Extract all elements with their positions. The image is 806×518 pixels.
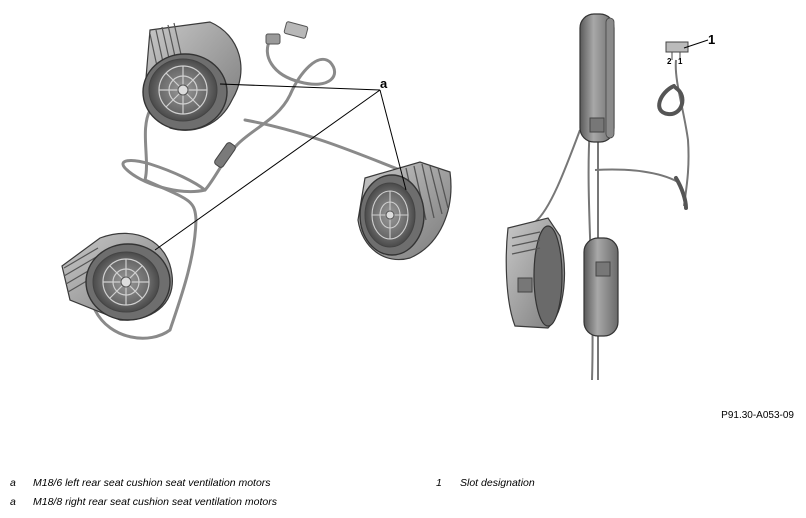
callout-a-label: a <box>380 76 388 91</box>
callout-a-lines <box>154 83 407 251</box>
ventilation-motor-diagram <box>61 13 709 381</box>
legend-key: a <box>10 477 16 489</box>
right-motor-upper <box>579 13 615 143</box>
pin-label-1: 1 <box>678 57 683 66</box>
reference-code: P91.30-A053-09 <box>721 410 794 421</box>
legend-key: a <box>10 496 16 508</box>
legend-item-right-motors: a M18/8 right rear seat cushion seat ven… <box>0 496 400 512</box>
left-connector <box>265 21 309 45</box>
legend-text: M18/8 right rear seat cushion seat venti… <box>33 496 277 508</box>
legend-item-left-motors: a M18/6 left rear seat cushion seat vent… <box>0 477 400 493</box>
callout-1-label: 1 <box>708 32 716 47</box>
legend-text: Slot designation <box>460 477 535 489</box>
left-wiring-harness <box>93 38 402 340</box>
right-motor-side <box>505 217 566 329</box>
legend-text: M18/6 left rear seat cushion seat ventil… <box>33 477 271 489</box>
callout-1-line <box>683 39 709 49</box>
right-motor-lower <box>583 237 619 337</box>
left-motor-top <box>142 21 242 131</box>
center-motor <box>357 161 452 261</box>
left-motor-bottom <box>61 232 173 321</box>
legend-item-slot-designation: 1 Slot designation <box>430 477 730 493</box>
legend-key: 1 <box>436 477 442 489</box>
pin-label-2: 2 <box>667 57 672 66</box>
right-harness-loop <box>657 84 688 210</box>
cable-clip <box>214 142 236 168</box>
